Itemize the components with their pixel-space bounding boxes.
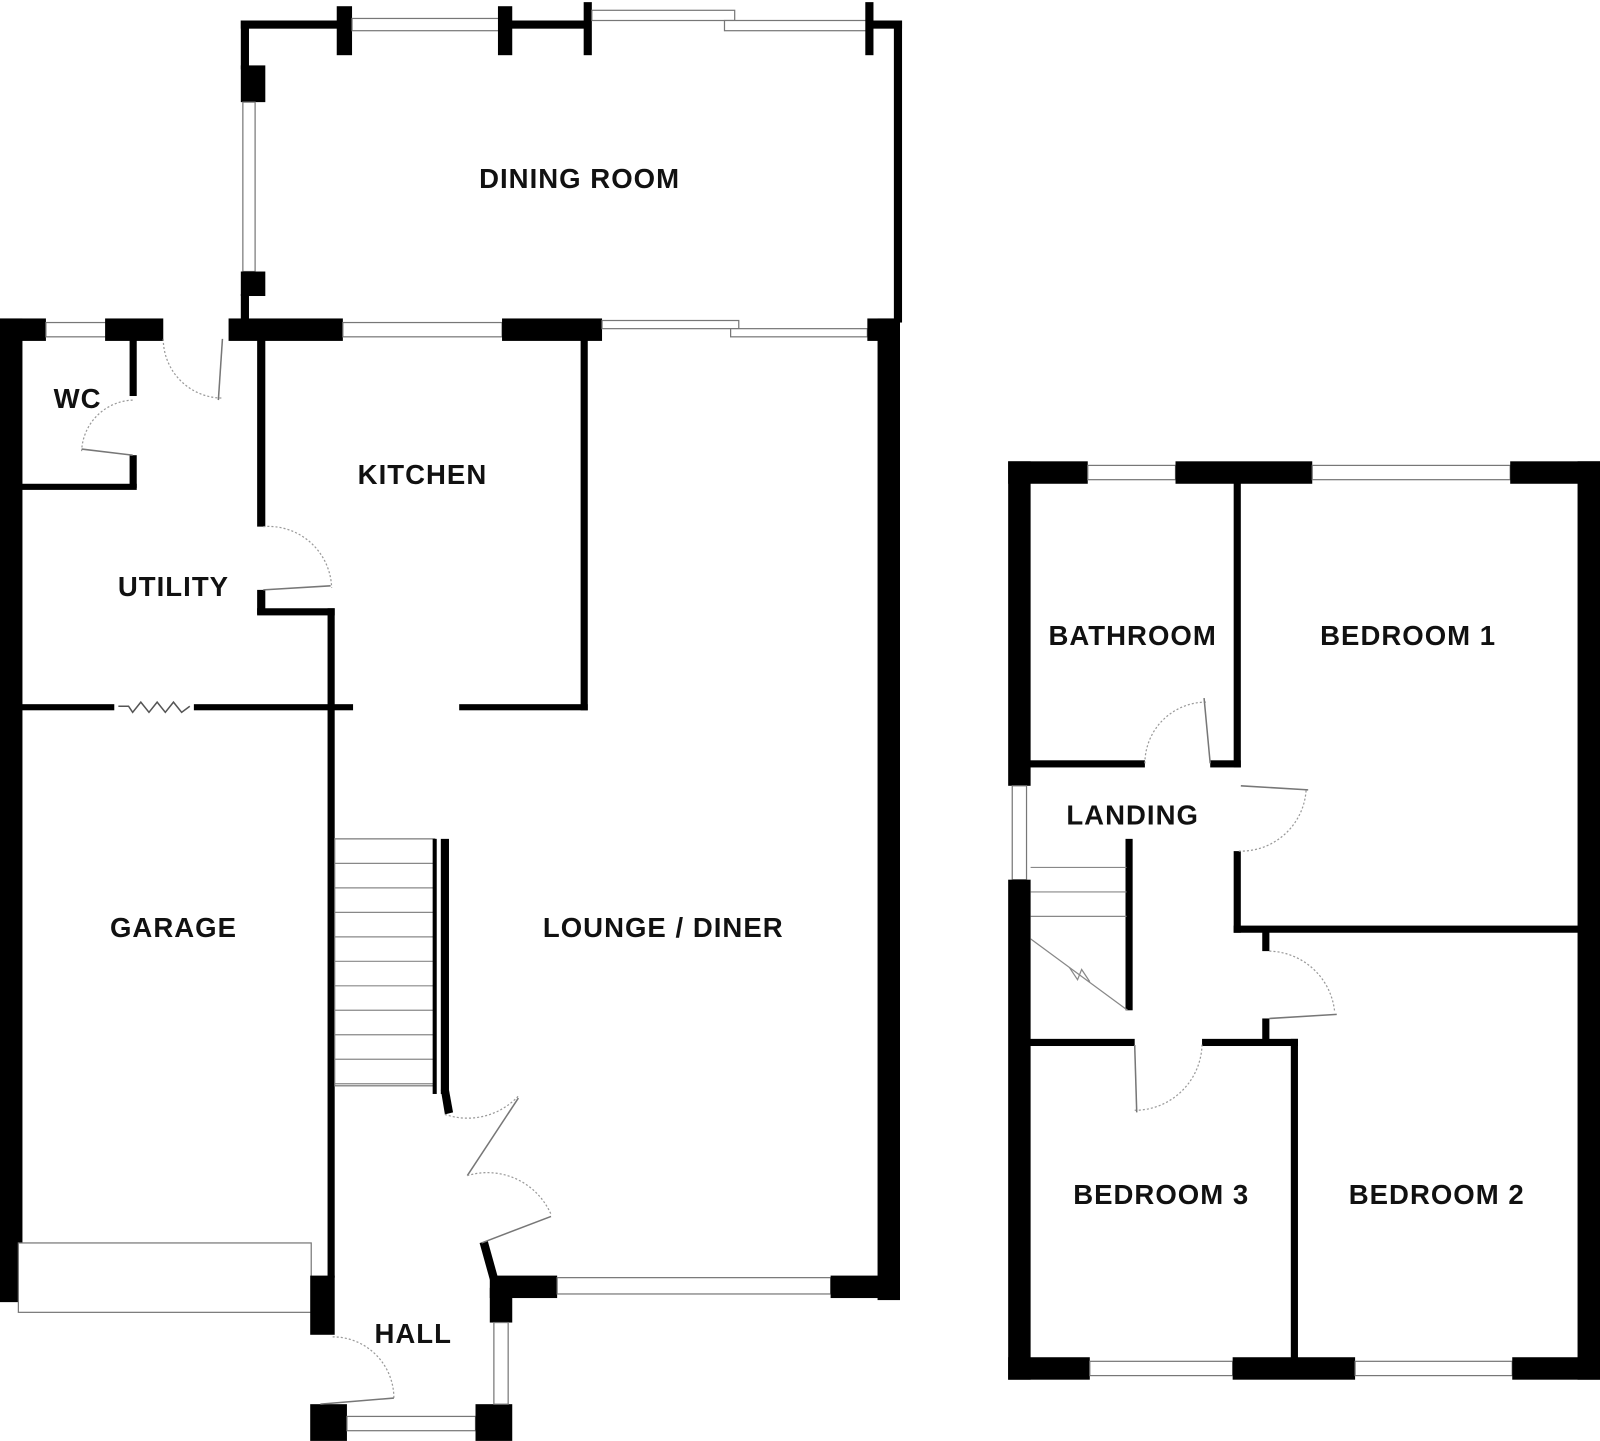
first-floor-labels: BATHROOM BEDROOM 1 LANDING BEDROOM 3 BED… [1048, 620, 1525, 1210]
first-floor-plan: BATHROOM BEDROOM 1 LANDING BEDROOM 3 BED… [1008, 461, 1600, 1380]
room-label-kitchen: KITCHEN [358, 459, 488, 490]
ground-floor-stairs [334, 838, 498, 1280]
room-label-bathroom: BATHROOM [1048, 620, 1216, 651]
dining-room-walls [240, 2, 903, 323]
room-label-bedroom-1: BEDROOM 1 [1320, 620, 1496, 651]
room-label-landing: LANDING [1066, 800, 1199, 831]
room-label-bedroom-3: BEDROOM 3 [1073, 1179, 1249, 1210]
first-floor-outer-walls [1008, 461, 1600, 1380]
ground-floor-doors [81, 338, 552, 1405]
first-floor-internal-walls [1028, 481, 1580, 1360]
ground-floor-plan: DINING ROOM WC KITCHEN UTILITY GARAGE LO… [0, 2, 903, 1441]
ground-floor-labels: DINING ROOM WC KITCHEN UTILITY GARAGE LO… [54, 163, 784, 1349]
room-label-hall: HALL [374, 1318, 452, 1349]
room-label-dining-room: DINING ROOM [479, 163, 680, 194]
room-label-wc: WC [54, 383, 102, 414]
first-floor-doors [1133, 697, 1337, 1113]
main-outer-walls [0, 318, 900, 1441]
first-floor-stairs [1030, 866, 1128, 1011]
room-label-bedroom-2: BEDROOM 2 [1349, 1179, 1525, 1210]
room-label-utility: UTILITY [118, 571, 229, 602]
internal-walls [20, 338, 588, 1278]
room-label-lounge-diner: LOUNGE / DINER [543, 912, 784, 943]
room-label-garage: GARAGE [110, 912, 237, 943]
